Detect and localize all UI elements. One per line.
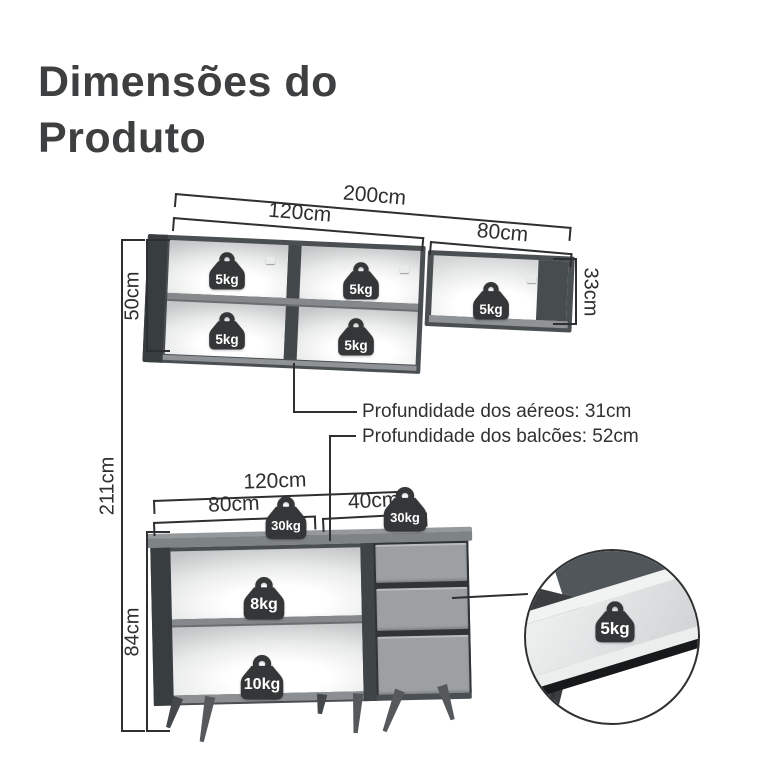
dimension-label: 120cm [242,468,307,494]
depth-note-lower: Profundidade dos balcões: 52cm [362,426,639,447]
callout-line [293,411,357,413]
dimension-total-height: 211cm [97,239,145,732]
weight-capacity-icon: 30kg [380,487,430,532]
dimension-lower-height: 84cm [122,531,170,732]
drawer-stack [373,540,472,695]
drawer-front [375,542,468,583]
upper-left-cabinet [142,234,426,375]
weight-capacity-label: 8kg [250,596,278,613]
drawer-front [376,586,469,631]
cabinet-body [150,540,472,706]
weight-capacity-label: 30kg [271,518,301,533]
weight-capacity-icon: 5kg [340,262,382,300]
weight-capacity-label: 5kg [344,338,368,353]
weight-capacity-label: 5kg [349,282,373,297]
weight-capacity-label: 5kg [215,332,239,347]
dimension-label: 120cm [267,198,333,227]
page-title: Dimensões do Produto [38,57,338,162]
dimension-upper-height: 50cm [122,239,170,352]
weight-capacity-label: 10kg [243,676,281,693]
dimension-label: 211cm [96,456,119,515]
weight-capacity-label: 5kg [600,619,630,638]
door-front [377,634,470,695]
weight-capacity-icon: 5kg [469,282,513,320]
weight-capacity-icon: 10kg [236,655,288,700]
drawer-detail-circle: 5kg [524,549,700,725]
weight-capacity-label: 5kg [479,302,503,317]
weight-capacity-icon: 5kg [206,312,248,350]
weight-capacity-icon: 5kg [592,601,638,643]
cabinet-inner-wall [535,260,569,322]
weight-capacity-label: 5kg [215,272,239,287]
callout-line [329,435,356,437]
hinge-icon [400,266,409,273]
dimension-label: 84cm [121,607,144,656]
weight-capacity-label: 30kg [390,510,420,525]
dimension-label: 80cm [475,219,530,247]
weight-capacity-icon: 30kg [262,496,310,540]
lower-cabinet [147,526,473,706]
cabinet-compartments [164,239,421,365]
hinge-icon [266,257,275,264]
dimension-label: 50cm [121,271,144,320]
callout-line [329,435,331,541]
dimension-label: 80cm [207,491,260,517]
dimension-label: 200cm [342,181,407,210]
dimension-upper-right-height: 33cm [553,258,602,325]
dimension-label: 33cm [579,267,602,316]
weight-capacity-icon: 5kg [206,252,248,290]
callout-line [293,363,295,413]
hinge-icon [527,276,536,283]
depth-note-upper: Profundidade dos aéreos: 31cm [362,401,632,422]
weight-capacity-icon: 5kg [335,318,377,356]
weight-capacity-icon: 8kg [240,577,288,620]
